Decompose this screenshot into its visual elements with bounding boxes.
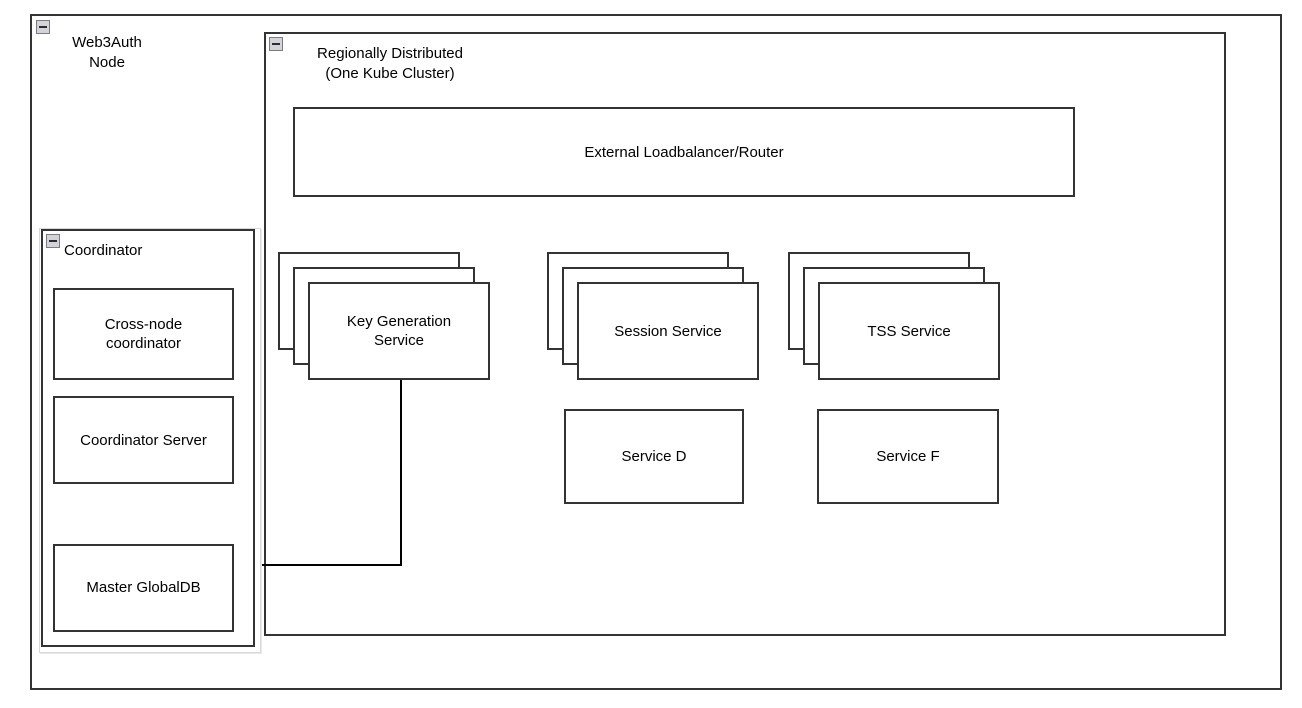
external-loadbalancer-router-label: External Loadbalancer/Router (584, 143, 784, 161)
coordinator-server-box[interactable]: Coordinator Server (53, 396, 234, 484)
web3auth-node-label: Web3Auth Node (72, 34, 142, 71)
collapse-minus-icon-web3auth-node[interactable] (36, 20, 50, 34)
cross-node-coordinator-box[interactable]: Cross-node coordinator (53, 288, 234, 380)
session-service-label: Session Service (614, 322, 722, 340)
master-globaldb-label: Master GlobalDB (86, 578, 201, 596)
key-generation-service-stack[interactable]: Key Generation Service (278, 252, 490, 380)
connector-horizontal-segment (240, 564, 402, 566)
key-generation-service-label: Key Generation Service (346, 313, 452, 349)
regionally-distributed-label: Regionally Distributed (One Kube Cluster… (317, 45, 463, 82)
master-globaldb-box[interactable]: Master GlobalDB (53, 544, 234, 632)
tss-service-stack[interactable]: TSS Service (788, 252, 1000, 380)
key-generation-service-instance-front[interactable]: Key Generation Service (308, 282, 490, 380)
service-d-label: Service D (621, 448, 687, 465)
connector-vertical-segment (400, 380, 402, 566)
tss-service-label: TSS Service (867, 322, 951, 340)
service-d-box[interactable]: Service D (564, 409, 744, 504)
tss-service-instance-front[interactable]: TSS Service (818, 282, 1000, 380)
coordinator-label: Coordinator (64, 242, 143, 259)
service-f-label: Service F (876, 448, 940, 465)
cross-node-coordinator-label: Cross-node coordinator (104, 316, 183, 352)
service-f-box[interactable]: Service F (817, 409, 999, 504)
coordinator-server-label: Coordinator Server (80, 431, 207, 449)
session-service-instance-front[interactable]: Session Service (577, 282, 759, 380)
external-loadbalancer-router-box[interactable]: External Loadbalancer/Router (293, 107, 1075, 197)
collapse-minus-icon-region[interactable] (269, 37, 283, 51)
session-service-stack[interactable]: Session Service (547, 252, 759, 380)
collapse-minus-icon-coordinator[interactable] (46, 234, 60, 248)
